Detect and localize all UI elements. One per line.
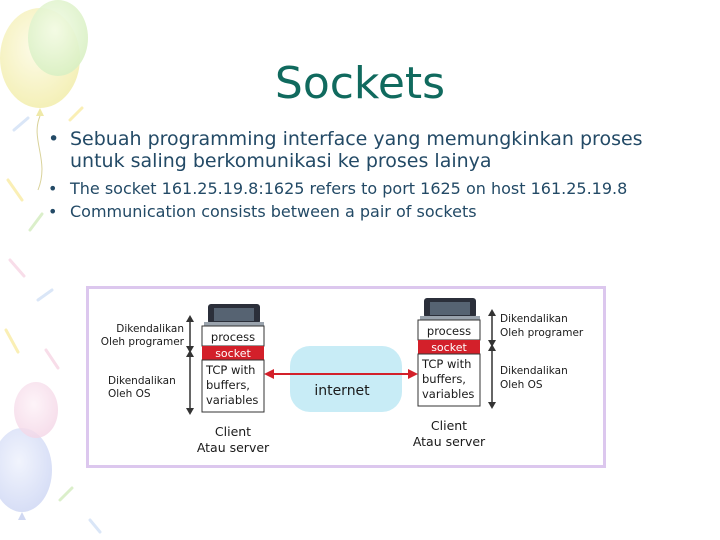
tcp-label: TCP with <box>421 357 471 371</box>
control-label: Oleh programer <box>101 336 185 348</box>
computer-icon <box>420 298 480 322</box>
computer-icon <box>204 304 264 328</box>
control-label: Dikendalikan <box>500 313 568 325</box>
left-host: process socket TCP with buffers, variabl… <box>101 304 270 455</box>
tcp-box <box>417 353 481 407</box>
slide-title: Sockets <box>274 58 446 109</box>
tcp-label: variables <box>422 387 474 401</box>
bullet-list: Sebuah programming interface yang memung… <box>46 128 686 222</box>
socket-box <box>418 340 480 354</box>
tcp-label: buffers, <box>206 378 250 392</box>
control-label: Dikendalikan <box>116 323 184 335</box>
bullet-item: The socket 161.25.19.8:1625 refers to po… <box>46 180 686 199</box>
os-scope-arrow <box>186 350 194 415</box>
process-label: process <box>211 330 255 344</box>
confetti-streamers-icon <box>4 106 102 534</box>
socket-label: socket <box>215 347 251 360</box>
bullet-item: Sebuah programming interface yang memung… <box>46 128 686 172</box>
os-scope-arrow <box>488 344 496 409</box>
socket-box <box>202 346 264 360</box>
host-caption: Client <box>431 418 467 433</box>
tcp-box <box>201 359 265 413</box>
connection-arrow <box>264 369 418 379</box>
socket-label: socket <box>431 341 467 354</box>
tcp-label: TCP with <box>205 363 255 377</box>
control-label: Dikendalikan <box>500 365 568 377</box>
tcp-label: variables <box>206 393 258 407</box>
internet-label: internet <box>314 383 370 399</box>
programmer-scope-arrow <box>488 309 496 347</box>
socket-diagram: internet process socket TCP with buffers… <box>86 286 606 468</box>
right-host: process socket TCP with buffers, variabl… <box>413 298 584 449</box>
balloon-green-icon <box>28 0 88 76</box>
balloon-blue-icon <box>0 428 52 520</box>
host-caption: Atau server <box>413 434 486 449</box>
programmer-scope-arrow <box>186 315 194 353</box>
control-label: Oleh OS <box>500 379 543 391</box>
internet-cloud <box>290 346 402 412</box>
balloon-pink-icon <box>14 382 58 438</box>
bullet-item: Communication consists between a pair of… <box>46 202 686 222</box>
host-caption: Atau server <box>197 440 270 455</box>
control-label: Oleh programer <box>500 327 584 339</box>
host-caption: Client <box>215 424 251 439</box>
process-label: process <box>427 324 471 338</box>
control-label: Oleh OS <box>108 388 151 400</box>
control-label: Dikendalikan <box>108 375 176 387</box>
tcp-label: buffers, <box>422 372 466 386</box>
